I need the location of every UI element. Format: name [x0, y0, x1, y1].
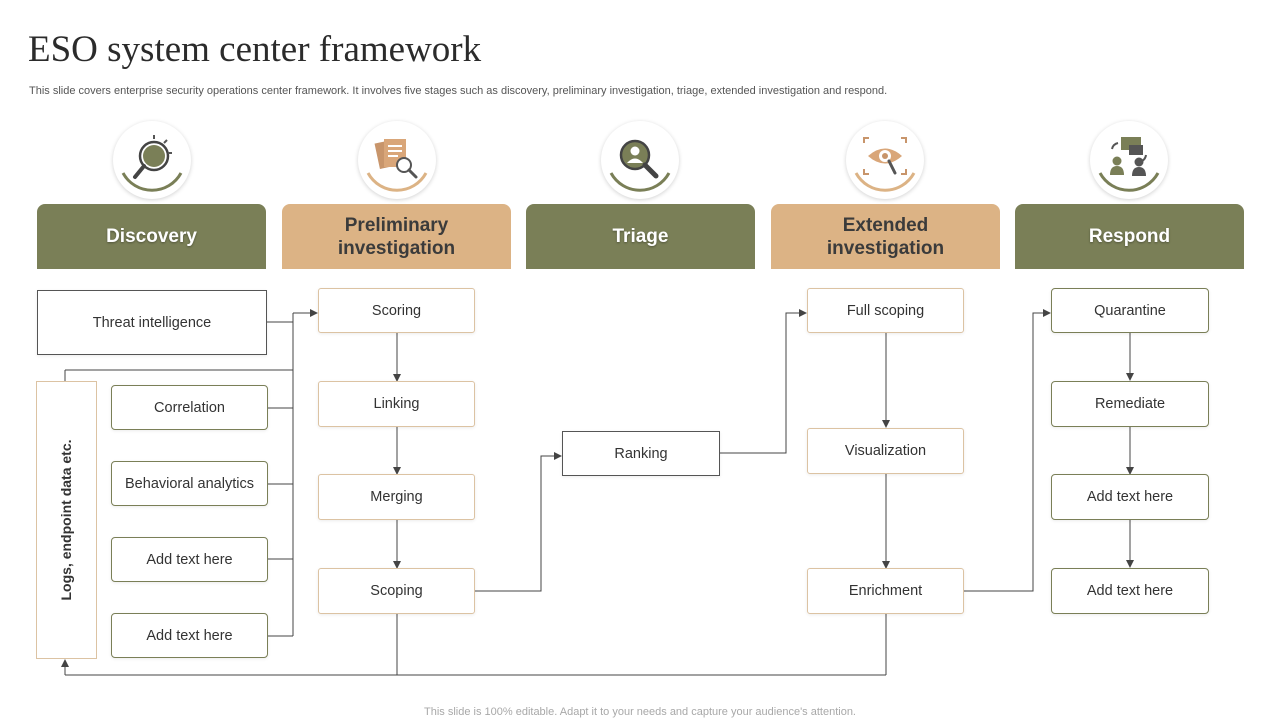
eye-magnifier-icon	[846, 121, 924, 199]
node-logs-endpoint-data	[36, 381, 97, 659]
page-subtitle: This slide covers enterprise security op…	[29, 85, 888, 97]
person-magnifier-icon	[601, 121, 679, 199]
node-merging: Merging	[318, 474, 475, 520]
stage-header-preliminary-investigation: Preliminary investigation	[282, 204, 511, 269]
documents-magnifier-icon	[358, 121, 436, 199]
node-enrichment: Enrichment	[807, 568, 964, 614]
node-scoring: Scoring	[318, 288, 475, 333]
stage-header-extended-investigation: Extended investigation	[771, 204, 1000, 269]
stage-header-triage: Triage	[526, 204, 755, 269]
node-discovery-add-text-1: Add text here	[111, 537, 268, 582]
logs-label: Logs, endpoint data etc.	[58, 439, 74, 601]
people-chat-icon	[1090, 121, 1168, 199]
node-ranking: Ranking	[562, 431, 720, 476]
node-threat-intelligence: Threat intelligence	[37, 290, 267, 355]
node-quarantine: Quarantine	[1051, 288, 1209, 333]
node-visualization: Visualization	[807, 428, 964, 474]
page-title: ESO system center framework	[28, 29, 482, 70]
node-behavioral-analytics: Behavioral analytics	[111, 461, 268, 506]
stage-header-discovery: Discovery	[37, 204, 266, 269]
node-full-scoping: Full scoping	[807, 288, 964, 333]
lightbulb-magnifier-icon	[113, 121, 191, 199]
node-respond-add-text-1: Add text here	[1051, 474, 1209, 520]
node-discovery-add-text-2: Add text here	[111, 613, 268, 658]
node-scoping: Scoping	[318, 568, 475, 614]
footer-note: This slide is 100% editable. Adapt it to…	[424, 706, 856, 718]
node-linking: Linking	[318, 381, 475, 427]
node-remediate: Remediate	[1051, 381, 1209, 427]
node-correlation: Correlation	[111, 385, 268, 430]
stage-header-respond: Respond	[1015, 204, 1244, 269]
node-respond-add-text-2: Add text here	[1051, 568, 1209, 614]
